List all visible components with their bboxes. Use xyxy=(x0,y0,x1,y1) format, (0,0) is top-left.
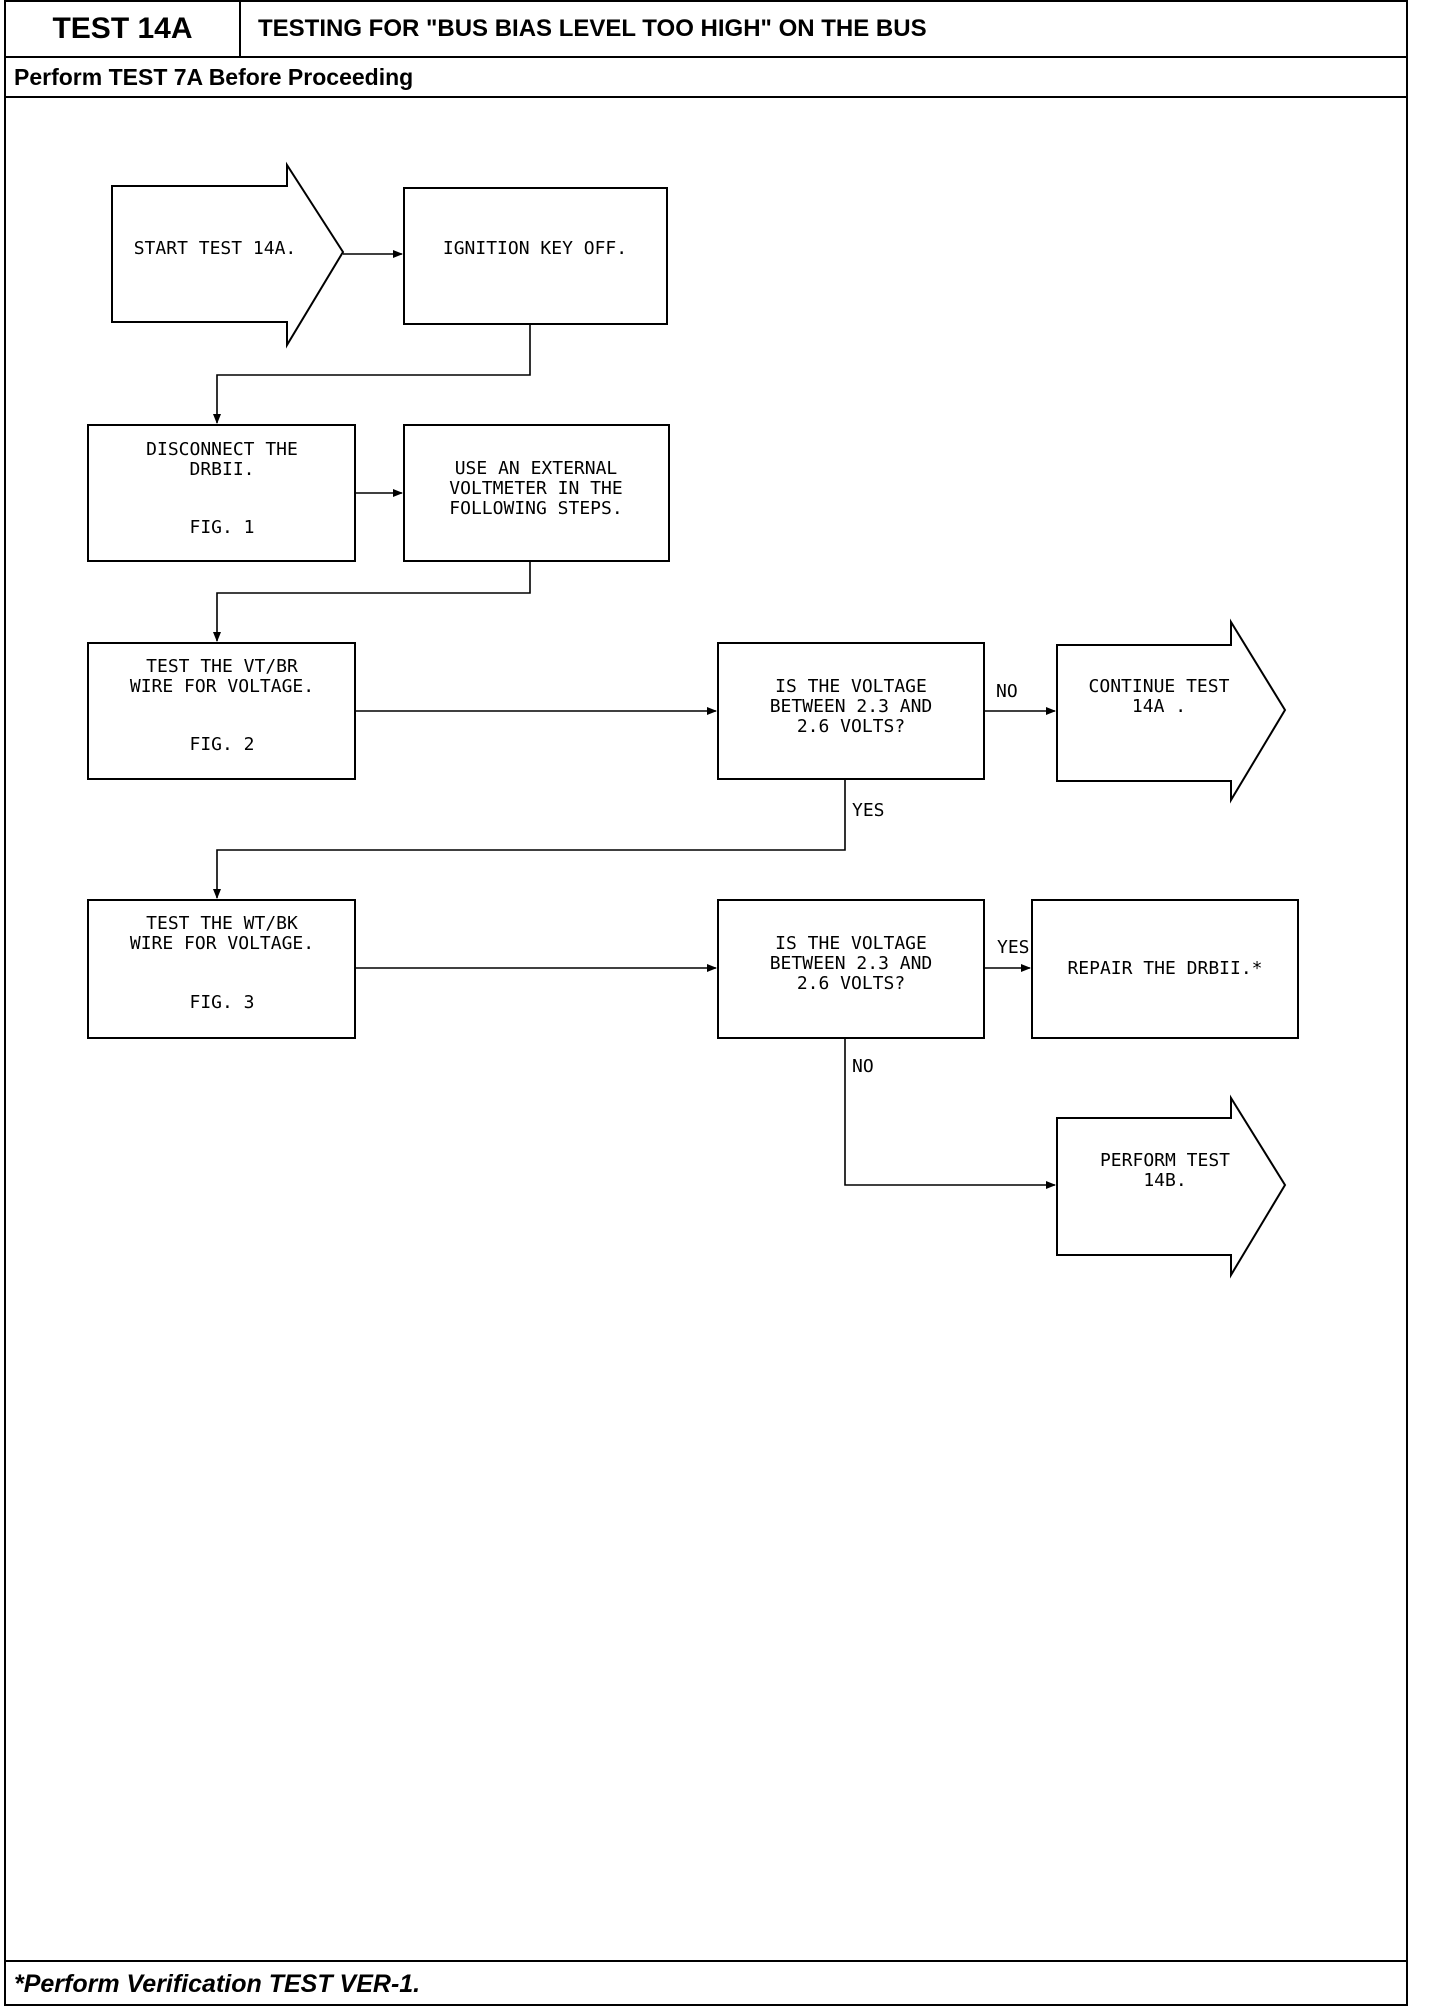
text-line: 2.6 VOLTS? xyxy=(797,973,905,994)
decision-1-no-label: NO xyxy=(996,681,1018,702)
repair-drbii-box xyxy=(1031,899,1299,1039)
continue-terminal-arrow xyxy=(1056,618,1287,804)
text-line: 14A . xyxy=(1132,696,1186,717)
voltage-decision-box-2 xyxy=(717,899,985,1039)
external-voltmeter-box xyxy=(403,424,670,562)
text-line: IS THE VOLTAGE xyxy=(775,676,927,697)
start-label: START TEST 14A. xyxy=(134,238,297,259)
text-line: CONTINUE TEST xyxy=(1089,676,1230,697)
ignition-label: IGNITION KEY OFF. xyxy=(443,238,627,259)
text-line: BETWEEN 2.3 AND xyxy=(770,696,933,717)
prerequisite-note: Perform TEST 7A Before Proceeding xyxy=(6,58,1406,98)
test-wtbk-box xyxy=(87,899,356,1039)
ignition-key-off-box xyxy=(403,187,668,325)
text-line: BETWEEN 2.3 AND xyxy=(770,953,933,974)
text-line: VOLTMETER IN THE xyxy=(449,478,622,499)
test-id: TEST 14A xyxy=(6,2,241,56)
test-wtbk-fig: FIG. 3 xyxy=(189,992,254,1013)
connector-ignition-to-disconnect xyxy=(213,324,531,424)
test-vtbr-fig: FIG. 2 xyxy=(189,734,254,755)
decision-1-yes-label: YES xyxy=(852,800,885,821)
start-terminal-arrow xyxy=(111,161,345,349)
text-line: TEST THE VT/BR xyxy=(146,656,298,677)
text-line: IGNITION KEY OFF. xyxy=(443,238,627,259)
connector-decision-2-no xyxy=(844,1038,1056,1189)
decision-2-yes-label: YES xyxy=(997,937,1030,958)
text-line: WIRE FOR VOLTAGE. xyxy=(130,933,314,954)
test-procedure-page: TEST 14A TESTING FOR "BUS BIAS LEVEL TOO… xyxy=(4,0,1408,2006)
repair-label: REPAIR THE DRBII.* xyxy=(1067,958,1262,979)
text-line: PERFORM TEST xyxy=(1100,1150,1230,1171)
text-line: 14B. xyxy=(1143,1170,1186,1191)
connector-voltmeter-to-test-vtbr xyxy=(213,561,531,642)
text-line: REPAIR THE DRBII.* xyxy=(1067,958,1262,979)
text-line: FOLLOWING STEPS. xyxy=(449,498,622,519)
verification-note: *Perform Verification TEST VER-1. xyxy=(6,1960,1406,2006)
text-line: WIRE FOR VOLTAGE. xyxy=(130,676,314,697)
text-line: TEST THE WT/BK xyxy=(146,913,298,934)
text-line: IS THE VOLTAGE xyxy=(775,933,927,954)
text-line: DRBII. xyxy=(189,459,254,480)
text-line: 2.6 VOLTS? xyxy=(797,716,905,737)
decision-2-no-label: NO xyxy=(852,1056,874,1077)
text-line: DISCONNECT THE xyxy=(146,439,298,460)
text-line: START TEST 14A. xyxy=(134,238,297,259)
test-title: TESTING FOR "BUS BIAS LEVEL TOO HIGH" ON… xyxy=(258,15,927,42)
text-line: USE AN EXTERNAL xyxy=(455,458,618,479)
perform-14b-terminal-arrow xyxy=(1056,1094,1287,1279)
connector-decision-1-yes xyxy=(213,779,846,899)
header-row: TEST 14A TESTING FOR "BUS BIAS LEVEL TOO… xyxy=(6,2,1406,58)
disconnect-fig: FIG. 1 xyxy=(189,517,254,538)
